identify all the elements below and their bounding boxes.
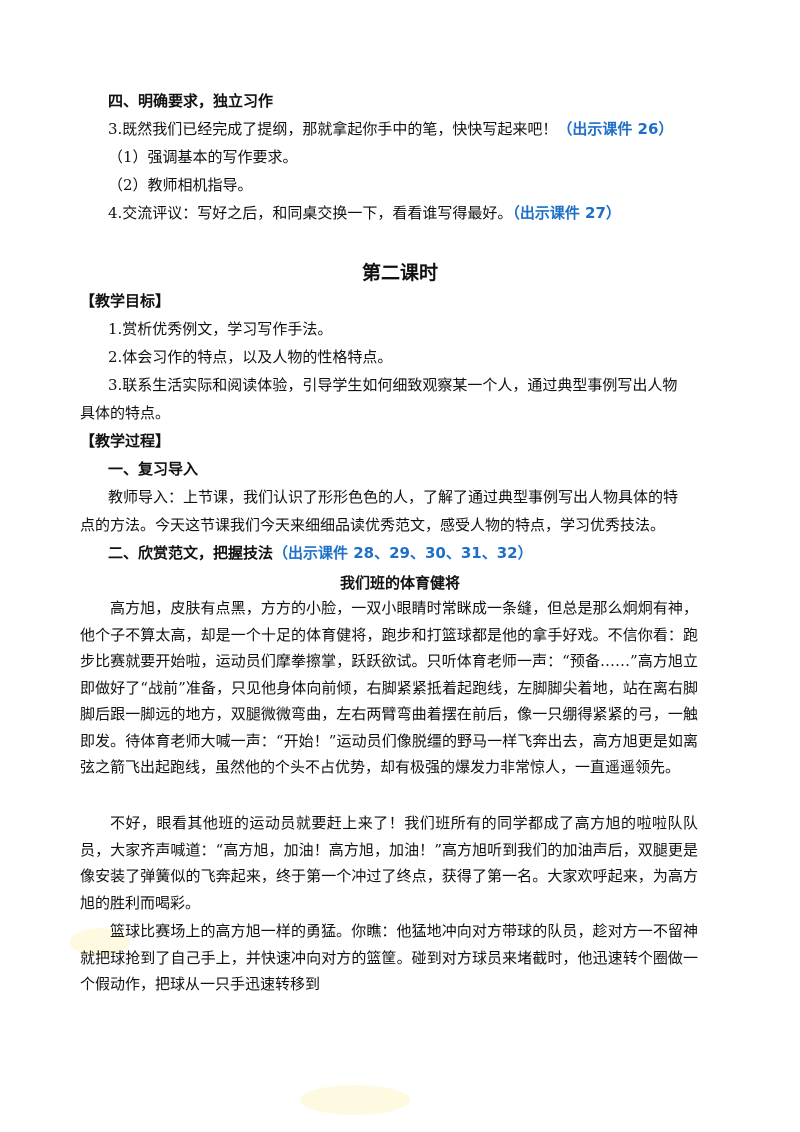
item-text: 3.既然我们已经完成了提纲，那就拿起你手中的笔，快快写起来吧！	[108, 120, 558, 138]
courseware-ref: （出示课件 26）	[557, 120, 674, 138]
intro-line: 教师导入：上节课，我们认识了形形色色的人，了解了通过典型事例写出人物具体的特	[108, 488, 679, 506]
paragraph-line: 4.交流评议：写好之后，和同桌交换一下，看看谁写得最好。（出示课件 27）	[108, 203, 621, 223]
sub-item: （1）强调基本的写作要求。	[108, 148, 298, 166]
goal-item: 2.体会习作的特点，以及人物的性格特点。	[108, 348, 393, 366]
essay-paragraph: 不好，眼看其他班的运动员就要赶上来了！我们班所有的同学都成了高方旭的啦啦队队员，…	[80, 814, 698, 912]
section-heading: 四、明确要求，独立习作	[108, 92, 274, 110]
sub-item: （2）教师相机指导。	[108, 176, 253, 194]
intro-line: 点的方法。今天这节课我们今天来细细品读优秀范文，感受人物的特点，学习优秀技法。	[80, 516, 666, 534]
essay-paragraph: 高方旭，皮肤有点黑，方方的小脸，一双小眼睛时常眯成一条缝，但总是那么炯炯有神，他…	[80, 599, 698, 776]
goals-heading: 【教学目标】	[80, 292, 171, 310]
step-heading-line: 二、欣赏范文，把握技法（出示课件 28、29、30、31、32）	[108, 543, 533, 563]
courseware-ref: （出示课件 28、29、30、31、32）	[273, 544, 533, 562]
essay-title: 我们班的体育健将	[339, 574, 460, 592]
lesson-title: 第二课时	[361, 262, 438, 284]
watermark-blob	[300, 1085, 410, 1115]
watermark-blob	[70, 928, 130, 956]
item-text: 4.交流评议：写好之后，和同桌交换一下，看看谁写得最好。	[108, 204, 513, 222]
goal-item-continued: 具体的特点。	[80, 404, 171, 422]
essay-paragraph: 篮球比赛场上的高方旭一样的勇猛。你瞧：他猛地冲向对方带球的队员，趁对方一不留神就…	[80, 922, 698, 993]
paragraph-line: 3.既然我们已经完成了提纲，那就拿起你手中的笔，快快写起来吧！（出示课件 26）	[108, 119, 673, 139]
process-heading: 【教学过程】	[80, 432, 171, 450]
goal-item: 1.赏析优秀例文，学习写作手法。	[108, 320, 333, 338]
step-heading: 二、欣赏范文，把握技法	[108, 544, 274, 562]
goal-item: 3.联系生活实际和阅读体验，引导学生如何细致观察某一个人，通过典型事例写出人物	[108, 376, 678, 394]
courseware-ref: （出示课件 27）	[512, 204, 621, 222]
step-heading: 一、复习导入	[108, 460, 199, 478]
